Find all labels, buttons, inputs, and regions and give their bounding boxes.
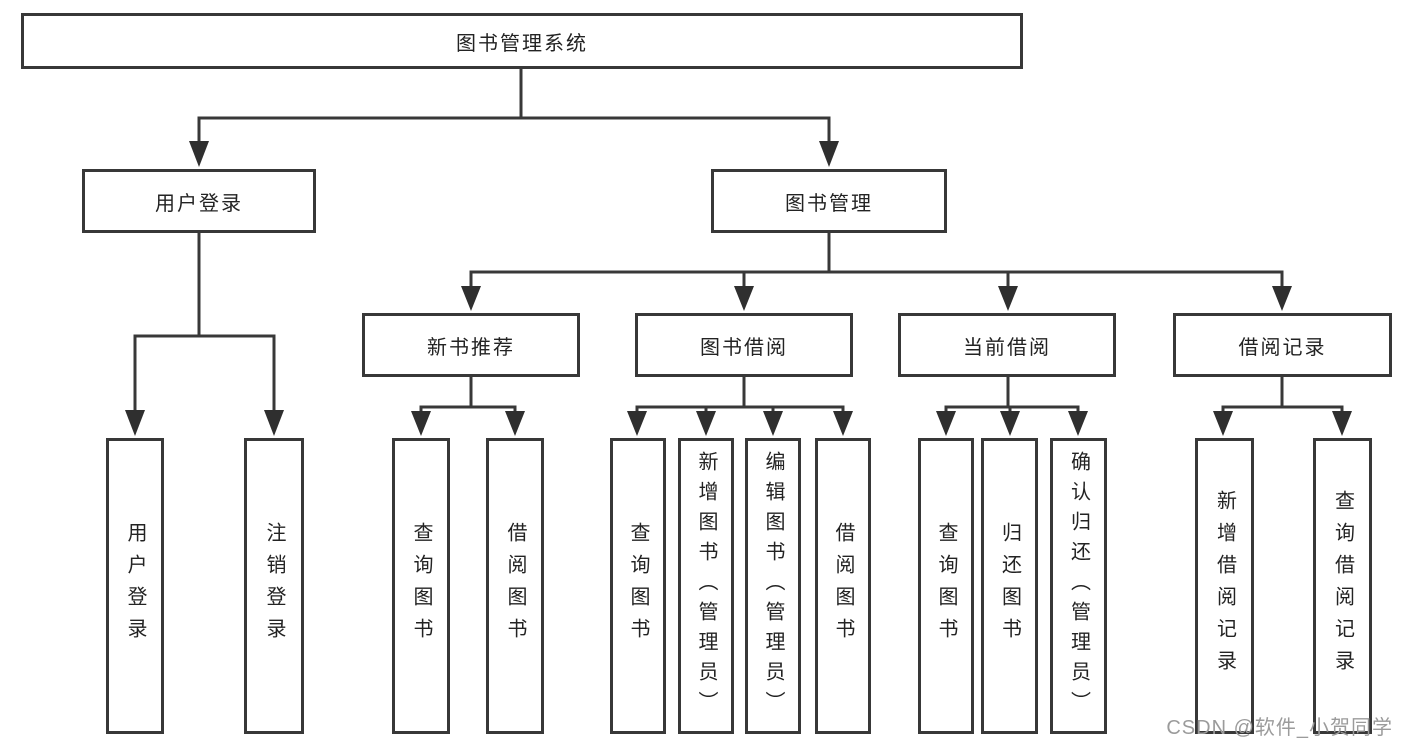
node-new-book-recommendation-label: 新书推荐	[427, 336, 515, 359]
leaf-user-login: 用户登录	[106, 438, 164, 734]
node-borrowing-records: 借阅记录	[1173, 313, 1392, 377]
leaf-query-books-recommend-label: 查询图书	[410, 522, 432, 650]
node-book-management-label: 图书管理	[785, 192, 873, 215]
leaf-borrow-books-borrowing: 借阅图书	[815, 438, 871, 734]
node-book-borrowing: 图书借阅	[635, 313, 853, 377]
node-current-borrowing: 当前借阅	[898, 313, 1116, 377]
leaf-query-books-recommend: 查询图书	[392, 438, 450, 734]
node-book-management: 图书管理	[711, 169, 947, 233]
node-library-system-label: 图书管理系统	[456, 32, 588, 55]
leaf-borrow-books-borrowing-label: 借阅图书	[832, 522, 854, 650]
leaf-logout: 注销登录	[244, 438, 304, 734]
leaf-query-borrow-record: 查询借阅记录	[1313, 438, 1372, 734]
node-user-login: 用户登录	[82, 169, 316, 233]
leaf-logout-label: 注销登录	[263, 522, 285, 650]
leaf-edit-book-admin: 编辑图书（管理员）	[745, 438, 801, 734]
node-current-borrowing-label: 当前借阅	[963, 336, 1051, 359]
leaf-query-books-current: 查询图书	[918, 438, 974, 734]
leaf-confirm-return-admin: 确认归还（管理员）	[1050, 438, 1107, 734]
leaf-query-books-current-label: 查询图书	[935, 522, 957, 650]
leaf-query-books-borrowing: 查询图书	[610, 438, 666, 734]
leaf-return-books-label: 归还图书	[998, 522, 1021, 650]
node-book-borrowing-label: 图书借阅	[700, 336, 788, 359]
leaf-add-book-admin-label: 新增图书（管理员）	[695, 451, 717, 721]
leaf-query-borrow-record-label: 查询借阅记录	[1331, 490, 1354, 682]
leaf-add-borrow-record-label: 新增借阅记录	[1213, 490, 1236, 682]
leaf-add-borrow-record: 新增借阅记录	[1195, 438, 1254, 734]
leaf-user-login-label: 用户登录	[124, 522, 146, 650]
leaf-confirm-return-admin-label: 确认归还（管理员）	[1067, 451, 1090, 721]
leaf-edit-book-admin-label: 编辑图书（管理员）	[762, 451, 784, 721]
leaf-borrow-books-recommend: 借阅图书	[486, 438, 544, 734]
node-borrowing-records-label: 借阅记录	[1238, 336, 1327, 359]
node-new-book-recommendation: 新书推荐	[362, 313, 580, 377]
leaf-add-book-admin: 新增图书（管理员）	[678, 438, 734, 734]
node-user-login-label: 用户登录	[155, 192, 243, 215]
leaf-return-books: 归还图书	[981, 438, 1038, 734]
leaf-query-books-borrowing-label: 查询图书	[627, 522, 649, 650]
watermark: CSDN @软件_小贺同学	[1166, 717, 1393, 739]
node-library-system: 图书管理系统	[21, 13, 1023, 69]
leaf-borrow-books-recommend-label: 借阅图书	[504, 522, 526, 650]
